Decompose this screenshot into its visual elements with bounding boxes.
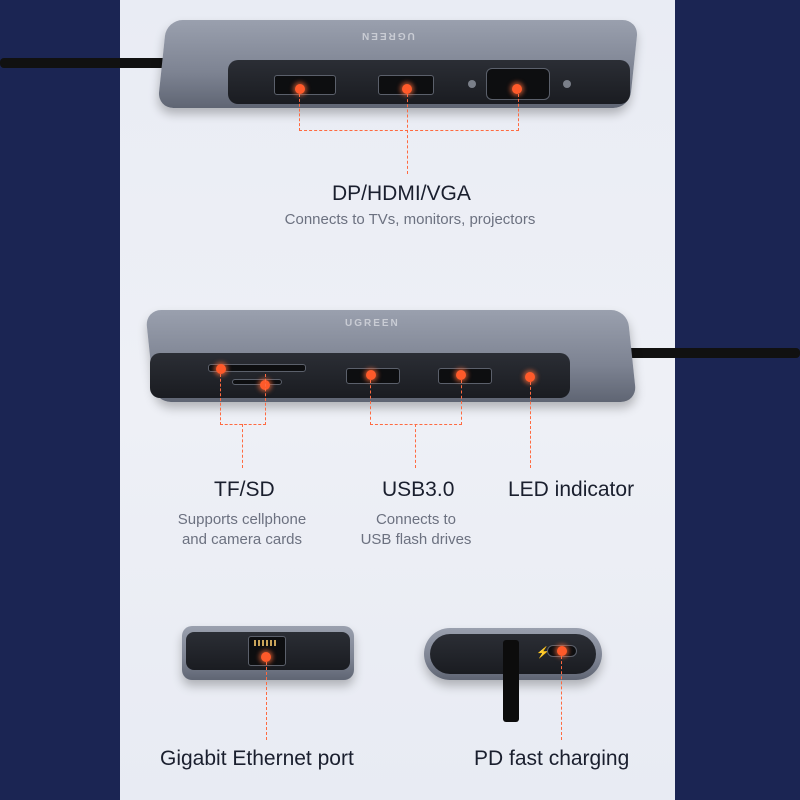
sd-marker-dot: [216, 364, 226, 374]
video-title: DP/HDMI/VGA: [332, 182, 471, 205]
brand-logo-top: UGREEN: [360, 30, 415, 41]
callout-line: [242, 424, 243, 468]
tfsd-subtitle-line1: Supports cellphone: [177, 511, 307, 528]
ethernet-marker-dot: [261, 652, 271, 662]
callout-line: [415, 424, 416, 468]
callout-line: [561, 656, 562, 740]
callout-line: [266, 662, 267, 740]
led-indicator-dot: [525, 372, 535, 382]
usb1-marker-dot: [366, 370, 376, 380]
led-title: LED indicator: [508, 478, 635, 501]
screw-icon: [563, 80, 571, 88]
tfsd-subtitle-line2: and camera cards: [181, 531, 303, 548]
video-subtitle: Connects to TVs, monitors, projectors: [284, 211, 536, 228]
callout-line: [220, 374, 266, 425]
usb2-marker-dot: [456, 370, 466, 380]
tfsd-title: TF/SD: [214, 478, 275, 501]
sd-card-slot: [208, 364, 306, 372]
callout-line: [407, 94, 408, 174]
callout-line: [530, 382, 531, 468]
displayport-port: [274, 75, 336, 95]
pd-title: PD fast charging: [474, 747, 630, 770]
screw-icon: [468, 80, 476, 88]
usb-c-cable-bottom: [503, 640, 519, 722]
vga-marker-dot: [512, 84, 522, 94]
callout-line: [299, 94, 519, 131]
usb-subtitle-line2: USB flash drives: [360, 531, 472, 548]
lightning-icon: ⚡: [536, 647, 550, 659]
usb-subtitle-line1: Connects to: [375, 511, 457, 528]
ethernet-contacts: [254, 640, 278, 646]
usb-title: USB3.0: [382, 478, 455, 501]
tf-card-slot: [232, 379, 282, 385]
usb-c-cable-top: [0, 58, 175, 68]
usb-c-cable-middle: [625, 348, 800, 358]
dp-marker-dot: [295, 84, 305, 94]
ethernet-title: Gigabit Ethernet port: [160, 747, 354, 770]
hdmi-marker-dot: [402, 84, 412, 94]
brand-logo-middle: UGREEN: [345, 318, 400, 329]
callout-line: [370, 380, 462, 425]
pd-marker-dot: [557, 646, 567, 656]
